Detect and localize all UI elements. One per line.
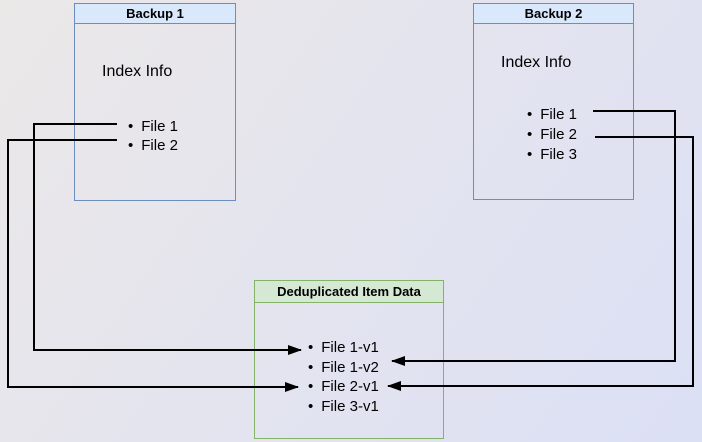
backup1-file-item: File 1 <box>128 117 178 136</box>
backup1-file-list: File 1 File 2 <box>128 117 178 155</box>
backup2-file-item: File 3 <box>527 145 577 165</box>
backup1-file-item: File 2 <box>128 136 178 155</box>
backup2-file-item: File 2 <box>527 125 577 145</box>
backup1-title: Backup 1 <box>75 4 235 24</box>
dedup-file-item: File 1-v2 <box>308 358 379 378</box>
deduplicated-item-data-title: Deduplicated Item Data <box>255 281 443 303</box>
dedup-file-item: File 2-v1 <box>308 377 379 397</box>
backup2-file-item: File 1 <box>527 105 577 125</box>
backup1-index-info-label: Index Info <box>102 63 173 80</box>
backup2-title: Backup 2 <box>474 4 633 24</box>
backup2-box: Backup 2 Index Info File 1 File 2 File 3 <box>473 3 634 200</box>
backup2-file-list: File 1 File 2 File 3 <box>527 105 577 165</box>
dedup-file-item: File 1-v1 <box>308 338 379 358</box>
backup1-box: Backup 1 Index Info File 1 File 2 <box>74 3 236 201</box>
backup2-index-info-label: Index Info <box>501 54 572 71</box>
dedup-file-list: File 1-v1 File 1-v2 File 2-v1 File 3-v1 <box>308 338 379 416</box>
deduplicated-item-data-box: Deduplicated Item Data File 1-v1 File 1-… <box>254 280 444 439</box>
dedup-file-item: File 3-v1 <box>308 397 379 417</box>
